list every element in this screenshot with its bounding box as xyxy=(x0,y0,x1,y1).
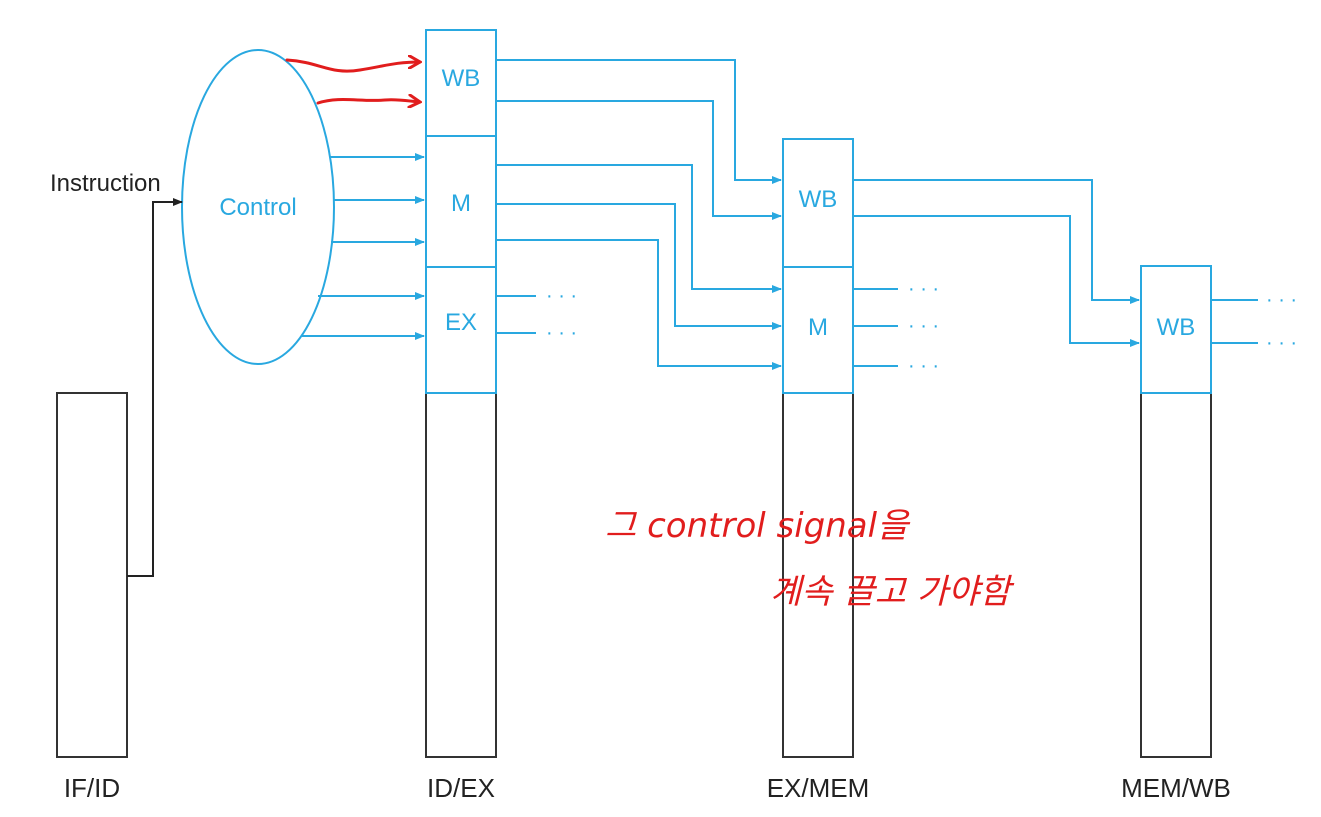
id-ex-label: ID/EX xyxy=(427,773,495,803)
m-ellipsis-1: · · · xyxy=(908,278,939,300)
wb-ellipsis-1: · · · xyxy=(1266,289,1297,311)
instruction-label: Instruction xyxy=(50,170,161,197)
handwritten-arrow-wb-2 xyxy=(316,99,420,103)
id-ex-register-body xyxy=(425,392,497,758)
wb-to-mem-wb-wire-2 xyxy=(853,215,1140,347)
id-ex-wb-field xyxy=(425,29,497,137)
m-to-ex-mem-wire-2 xyxy=(496,203,782,330)
handwritten-note-line2: 계속 끌고 가야함 xyxy=(770,572,1015,612)
mem-wb-wb-field xyxy=(1140,265,1212,394)
m-to-ex-mem-wire-3 xyxy=(496,239,782,370)
control-unit xyxy=(181,49,335,365)
wb-to-ex-mem-wire-2 xyxy=(496,100,782,220)
if-id-label: IF/ID xyxy=(64,773,120,803)
ex-mem-m-label: M xyxy=(808,314,828,341)
instruction-wire xyxy=(127,198,183,577)
id-ex-m-label: M xyxy=(451,190,471,217)
m-to-ex-mem-wire-1 xyxy=(496,164,782,293)
mem-wb-label: MEM/WB xyxy=(1121,773,1231,803)
mem-wb-register-body xyxy=(1140,392,1212,758)
id-ex-ex-field xyxy=(425,266,497,394)
ex-ellipsis-2: · · · xyxy=(546,322,577,344)
ex-mem-wb-label: WB xyxy=(799,186,838,213)
handwritten-note-line1: 그 control signal을 xyxy=(605,506,911,546)
wb-ellipsis-2: · · · xyxy=(1266,332,1297,354)
id-ex-ex-label: EX xyxy=(445,309,477,336)
ex-mem-register-body xyxy=(782,392,854,758)
handwritten-arrow-wb-1 xyxy=(285,60,420,73)
ex-ellipsis-1: · · · xyxy=(546,285,577,307)
control-label: Control xyxy=(219,194,296,221)
mem-wb-wb-label: WB xyxy=(1157,314,1196,341)
m-ellipsis-3: · · · xyxy=(908,355,939,377)
wb-to-mem-wb-wire-1 xyxy=(853,179,1140,304)
ex-mem-label: EX/MEM xyxy=(767,773,870,803)
ex-mem-m-field xyxy=(782,266,854,394)
m-ellipsis-2: · · · xyxy=(908,315,939,337)
id-ex-wb-label: WB xyxy=(442,65,481,92)
if-id-register xyxy=(56,392,128,758)
wb-to-ex-mem-wire-1 xyxy=(496,59,782,184)
